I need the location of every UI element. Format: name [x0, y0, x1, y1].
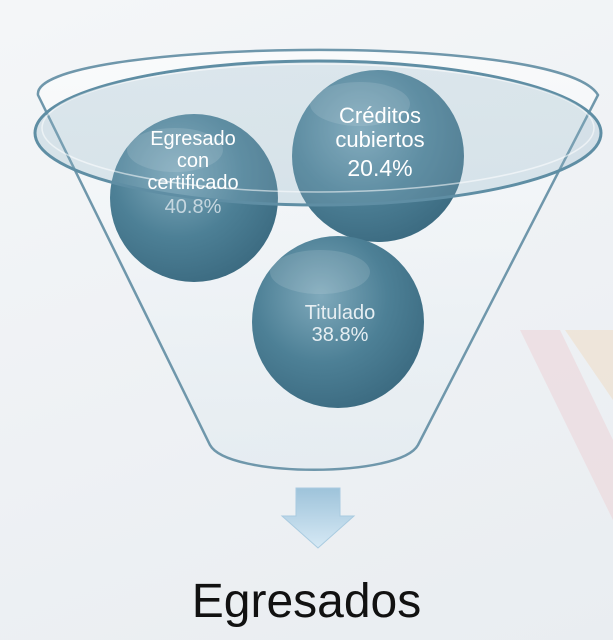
funnel-rim	[33, 59, 603, 207]
stage-value: 20.4%	[347, 155, 413, 182]
stage-label-line: Egresado	[150, 128, 236, 150]
stage-label-line: certificado	[147, 172, 239, 194]
stage-label-line: con	[176, 150, 210, 172]
stage-value: 38.8%	[311, 324, 369, 346]
background-stripe	[520, 330, 613, 520]
background-stripe-accent	[565, 330, 613, 400]
down-arrow-icon	[280, 487, 356, 549]
stage-creditos-cubiertos: Créditos cubiertos 20.4%	[300, 103, 460, 182]
stage-label-line: cubiertos	[335, 127, 425, 153]
stage-egresado-con-certificado: Egresado con certificado 40.8%	[128, 128, 258, 218]
stage-label-line: Titulado	[304, 302, 376, 324]
bubble-titulado	[252, 236, 424, 408]
stage-label-line: Créditos	[339, 103, 421, 128]
output-label: Egresados	[191, 575, 422, 628]
stage-titulado: Titulado 38.8%	[265, 302, 415, 346]
stage-value: 40.8%	[164, 196, 222, 218]
